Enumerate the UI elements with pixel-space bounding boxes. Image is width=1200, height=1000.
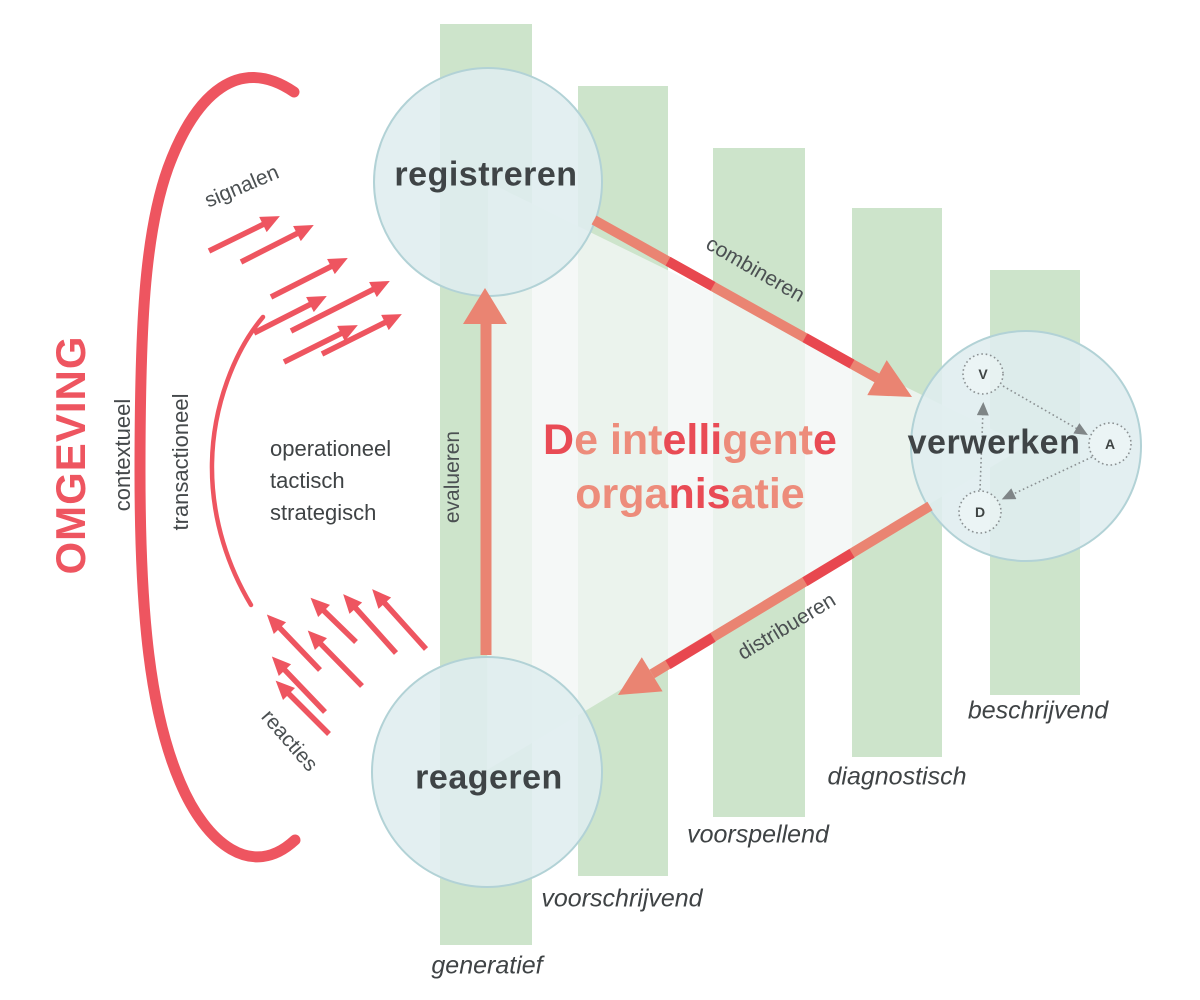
combineren-arrowhead <box>867 360 912 397</box>
flow-evalueren-arrow <box>463 288 507 655</box>
node-label-verwerken: verwerken <box>907 423 1081 462</box>
level-tactisch: tactisch <box>270 468 345 493</box>
level-strategisch: strategisch <box>270 500 377 525</box>
transactioneel-label: transactioneel <box>168 393 193 531</box>
analytics-label-generatief: generatief <box>431 951 543 980</box>
reaction-arrow <box>307 630 364 688</box>
vad-letter-d: D <box>974 504 986 520</box>
title-line-1: De intelligente <box>543 416 837 464</box>
signals-arrows <box>207 216 402 365</box>
flow-label-evalueren: evalueren <box>441 430 464 524</box>
level-operationeel: operationeel <box>270 436 392 461</box>
reactions-arrows <box>266 589 429 736</box>
node-label-reageren: reageren <box>415 758 563 797</box>
signal-arrow <box>269 258 348 300</box>
page-title: De intelligente organisatie <box>543 413 837 521</box>
vad-subprocess <box>958 353 1132 534</box>
evalueren-arrowhead <box>463 288 507 324</box>
signal-arrow <box>252 296 327 336</box>
central-triangle-overlay <box>487 182 1026 770</box>
analytics-label-beschrijvend: beschrijvend <box>967 696 1109 725</box>
signal-arrow <box>207 216 280 254</box>
flow-combineren-arrow <box>591 215 912 397</box>
analytics-label-diagnostisch: diagnostisch <box>827 762 967 791</box>
reaction-arrow <box>372 589 429 651</box>
node-circle-verwerken <box>910 330 1142 562</box>
title-line-2: organisatie <box>575 470 805 518</box>
reaction-arrow <box>343 594 399 655</box>
vad-arrow-a-d <box>1001 456 1093 500</box>
vad-letter-a: A <box>1104 436 1116 452</box>
reaction-arrow <box>275 680 331 736</box>
vad-circle-v <box>962 353 1004 395</box>
analytics-label-voorspellend: voorspellend <box>687 820 829 849</box>
flow-distribueren-arrow <box>618 501 933 695</box>
contextueel-label: contextueel <box>110 398 135 512</box>
signal-arrow <box>320 314 402 357</box>
vad-arrow-v-a <box>1002 385 1088 435</box>
distribueren-arrowhead <box>618 657 663 695</box>
vad-arrow-d-v <box>976 402 989 491</box>
node-circle-reageren <box>371 656 603 888</box>
reaction-arrow <box>266 614 322 672</box>
vad-circle-a <box>1088 422 1132 466</box>
signal-arrow <box>239 225 314 265</box>
environment-title: OMGEVING <box>47 335 94 575</box>
environment-inner-arc <box>209 314 266 608</box>
environment-outer-arc <box>134 72 301 863</box>
vad-circle-d <box>958 490 1002 534</box>
decision-levels: operationeel tactisch strategisch <box>270 433 391 529</box>
reaction-arrow <box>310 597 358 644</box>
vad-letter-v: V <box>978 366 988 382</box>
analytics-label-voorschrijvend: voorschrijvend <box>541 884 703 913</box>
node-label-registreren: registreren <box>394 155 578 194</box>
reaction-arrow <box>271 656 327 714</box>
node-circle-registreren <box>373 67 603 297</box>
signal-arrow <box>289 281 390 334</box>
signal-arrow <box>282 325 358 365</box>
